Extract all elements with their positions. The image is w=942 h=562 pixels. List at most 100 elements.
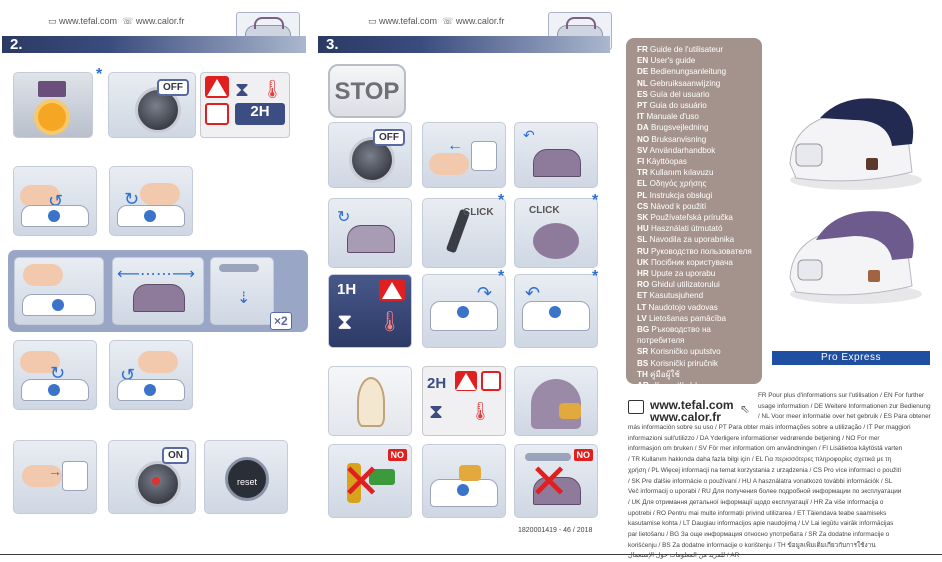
language-text: Ръководство на [649,325,711,335]
rotate-arrow-icon: ↻ [337,209,351,226]
asterisk-icon: * [592,268,599,285]
power-knob-icon [135,461,181,507]
asterisk-icon: * [96,66,103,83]
language-item: SR Korisničko uputstvo [637,346,752,357]
language-item: SK Používateľská príručka [637,212,752,223]
language-text: Guide de l'utilisateur [647,45,724,54]
socket-icon [62,461,88,491]
phone-icon: ☏ [122,16,134,26]
language-text: Посібник користувача [648,257,733,267]
url-calor[interactable]: www.calor.fr [135,16,185,26]
step-clean-base-tile [422,444,506,518]
phone-icon: ☏ [442,16,454,26]
language-text: Korisnički priručnik [648,358,718,368]
hourglass-icon: ⧗ [235,79,250,101]
power-light-icon [152,477,160,485]
language-text: Kasutusjuhend [647,291,704,301]
product-image-dark [776,84,926,192]
cooldown-hours-text: 2H [427,375,447,392]
footer-line: Več informacij o uporabi / RU Для получе… [628,488,902,496]
off-badge: OFF [157,79,189,96]
sun-icon [38,103,66,131]
language-code: EN [637,56,649,66]
step-lights-tile [13,72,93,138]
url-tefal[interactable]: www.tefal.com [59,16,118,26]
language-text: คู่มือผู้ใช้ [647,369,680,379]
footer-line: FR Pour plus d'informations sur l'utilis… [758,392,925,399]
cooldown-panel: 1H ⧗ 🌡 [328,274,412,348]
footer-line: upotrebi / RO Pentru mai multe informați… [628,509,887,517]
footer-url-tefal[interactable]: www.tefal.com [650,398,734,412]
footer-line: للمزيد من المعلومات حول الإستعمال / AR [628,552,740,560]
no-touch-icon [205,103,229,125]
stop-sign: STOP [328,64,406,118]
url-tefal[interactable]: www.tefal.com [379,16,438,26]
reset-button-illustration: reset [225,457,269,501]
language-item: AR دليل الإستعمال [637,380,752,391]
footer-lines-top: FR Pour plus d'informations sur l'utilis… [758,391,936,423]
step-unplug-tile: ← [422,122,506,188]
language-item: BG Ръководство на [637,324,752,335]
step-rinse-tile-3: ⇣ [210,257,274,325]
arrow-icon: ↶ [523,127,535,143]
no-badge: NO [387,449,407,461]
asterisk-icon: * [498,192,505,209]
tap-icon [219,264,259,272]
language-code: BG [637,325,650,335]
language-item: PL Instrukcja obsługi [637,190,752,201]
left-url-bar: ▭ www.tefal.com ☏ www.calor.fr [48,16,184,27]
cooldown-hours-badge: 2H [235,103,285,125]
url-calor[interactable]: www.calor.fr [455,16,505,26]
sponge-icon [369,469,395,485]
language-item: RU Руководство пользователя [637,246,752,257]
web-icon [628,400,644,414]
language-code: DE [637,67,649,77]
thermometer-icon: 🌡 [261,79,284,99]
language-code: SL [637,235,648,245]
language-code: IT [637,112,645,122]
cooldown-hours-text: 2H [250,103,270,120]
language-item: ET Kasutusjuhend [637,290,752,301]
no-chemicals-tile: ✕ NO [328,444,412,518]
footer-url-calor[interactable]: www.calor.fr [650,410,721,424]
step-plug-in-tile: → [13,440,97,514]
language-code: ES [637,89,648,99]
language-text: потребителя [637,336,685,346]
left-section-header: 2. [2,36,306,53]
step-rinse-tile-2: ⟵⋯⋯⟶ [112,257,204,325]
cross-icon: ✕ [341,456,382,509]
language-code: SV [637,145,648,155]
plug-arrow-icon: → [48,463,62,479]
footer-line: / SK Pre ďalšie informácie o používaní /… [628,477,893,485]
step-clean-soleplate-tile [514,366,598,436]
cross-icon: ✕ [529,456,570,509]
thermometer-icon: 🌡 [377,311,403,333]
language-code: HU [637,224,649,234]
language-item: RO Ghidul utilizatorului [637,279,752,290]
language-item: TH คู่มือผู้ใช้ [637,369,752,380]
language-text: Používateľská príručka [648,213,733,223]
language-text: Brugsvejledning [648,123,709,133]
warning-icon [379,279,405,301]
language-text: Naudotojo vadovas [646,302,718,312]
globe-icon: ▭ [48,16,57,26]
language-text: Ghidul utilizatorului [649,280,720,290]
step-rinse-tile-1 [14,257,104,325]
footer-line: informasjon om bruken / SV För mer infor… [628,445,903,453]
language-code: CS [637,201,649,211]
step-cool-tile: ↶ [514,122,598,188]
sponge-icon [459,465,481,481]
tap-icon [525,453,571,461]
middle-section-header: 3. [318,36,610,53]
language-item: LV Lietošanas pamācība [637,313,752,324]
language-item: HR Upute za uporabu [637,268,752,279]
language-item: ES Guía del usuario [637,89,752,100]
asterisk-icon: * [498,268,505,285]
language-text: Guía del usuario [647,89,710,99]
scale-collector-icon [533,223,579,259]
language-item: EL Οδηγός χρήσης [637,178,752,189]
language-item: SV Användarhandbok [637,145,752,156]
language-text: Manuale d'uso [644,112,699,122]
repeat-twice-badge: ×2 [270,312,292,330]
hourglass-icon: ⧗ [337,309,353,334]
